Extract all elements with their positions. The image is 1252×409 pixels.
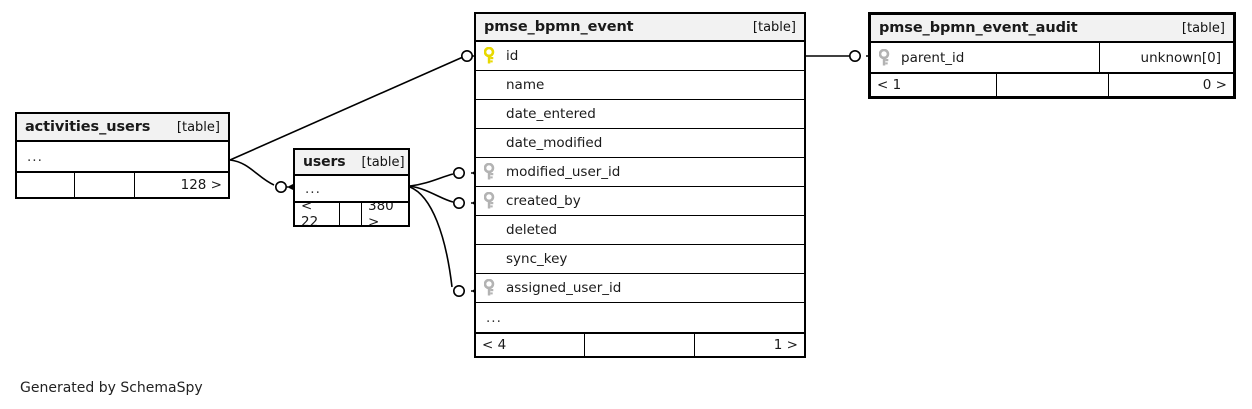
table-row-id: id	[476, 42, 804, 71]
table-row-sync-key: sync_key	[476, 245, 804, 274]
table-type-tag: [table]	[176, 119, 220, 135]
footer-middle	[997, 74, 1109, 96]
footer-left-count: < 22	[295, 203, 340, 225]
table-row: ...	[17, 142, 228, 171]
column-type: unknown[0]	[1099, 43, 1225, 72]
table-footer: < 4 1 >	[476, 332, 804, 356]
table-node-activities-users[interactable]: activities_users [table] ... 128 >	[15, 112, 230, 199]
table-title: activities_users	[25, 119, 151, 135]
table-title: users	[303, 154, 346, 170]
table-footer: < 22 380 >	[295, 201, 408, 225]
edge-event-id-to-audit-parent-id	[806, 49, 875, 62]
footer-left-count: < 4	[476, 334, 586, 356]
column-name: ...	[27, 148, 43, 165]
foreign-key-icon	[878, 48, 892, 67]
table-type-tag: [table]	[1181, 20, 1225, 36]
edge-users-to-modified-user-id	[409, 167, 480, 187]
column-name: date_modified	[506, 135, 603, 151]
primary-key-icon	[483, 46, 497, 65]
table-title: pmse_bpmn_event_audit	[879, 20, 1078, 36]
edge-users-to-assigned-user-id	[409, 186, 480, 297]
table-header: pmse_bpmn_event [table]	[476, 14, 804, 42]
table-node-users[interactable]: users [table] ... < 22 380 >	[293, 148, 410, 227]
column-name: date_entered	[506, 106, 596, 122]
table-node-pmse-bpmn-event[interactable]: pmse_bpmn_event [table] id name date_ent…	[474, 12, 806, 358]
table-node-pmse-bpmn-event-audit[interactable]: pmse_bpmn_event_audit [table] parent_id …	[868, 12, 1236, 99]
table-type-tag: [table]	[752, 19, 796, 35]
foreign-key-icon	[483, 191, 497, 210]
column-name: deleted	[506, 222, 558, 238]
table-header: pmse_bpmn_event_audit [table]	[871, 15, 1233, 43]
table-title: pmse_bpmn_event	[484, 19, 634, 35]
table-footer: 128 >	[17, 171, 228, 197]
edge-activities-users-to-users	[229, 159, 296, 194]
no-key-spacer	[484, 221, 497, 239]
table-row-deleted: deleted	[476, 216, 804, 245]
table-row-created-by: created_by	[476, 187, 804, 216]
no-key-spacer	[484, 76, 497, 94]
column-name: ...	[305, 180, 321, 197]
no-key-spacer	[484, 134, 497, 152]
footer-middle	[340, 203, 362, 225]
footer-left-count	[17, 173, 75, 197]
no-key-spacer	[484, 250, 497, 268]
column-name: parent_id	[901, 49, 965, 66]
generated-by-credit: Generated by SchemaSpy	[20, 380, 203, 396]
column-name: sync_key	[506, 251, 568, 267]
table-type-tag: [table]	[361, 154, 405, 170]
table-header: activities_users [table]	[17, 114, 228, 142]
footer-right-count: 380 >	[368, 203, 394, 225]
foreign-key-icon	[483, 162, 497, 181]
edge-users-to-created-by	[409, 185, 480, 210]
footer-middle	[75, 173, 135, 197]
column-name: assigned_user_id	[506, 280, 622, 296]
no-key-spacer	[484, 105, 497, 123]
footer-left-count: < 1	[871, 74, 997, 96]
table-footer: < 1 0 >	[871, 72, 1233, 96]
table-row-modified-user-id: modified_user_id	[476, 158, 804, 187]
edge-activities-users-to-event-id	[229, 49, 481, 161]
table-row-parent-id: parent_id unknown[0]	[871, 43, 1233, 72]
column-name: id	[506, 48, 519, 64]
column-name: ...	[486, 309, 502, 326]
column-name: created_by	[506, 193, 581, 209]
table-row-date-modified: date_modified	[476, 129, 804, 158]
footer-right-count: 1 >	[773, 337, 798, 353]
column-name: modified_user_id	[506, 164, 621, 180]
footer-middle	[585, 334, 695, 356]
table-header: users [table]	[295, 150, 408, 176]
table-row-date-entered: date_entered	[476, 100, 804, 129]
table-row-name: name	[476, 71, 804, 100]
foreign-key-icon	[483, 278, 497, 297]
column-name: name	[506, 77, 545, 93]
table-row: ...	[476, 303, 804, 332]
table-row: ...	[295, 176, 408, 201]
footer-right-count: 128 >	[180, 177, 222, 193]
footer-right-count: 0 >	[1202, 77, 1227, 93]
table-row-assigned-user-id: assigned_user_id	[476, 274, 804, 303]
